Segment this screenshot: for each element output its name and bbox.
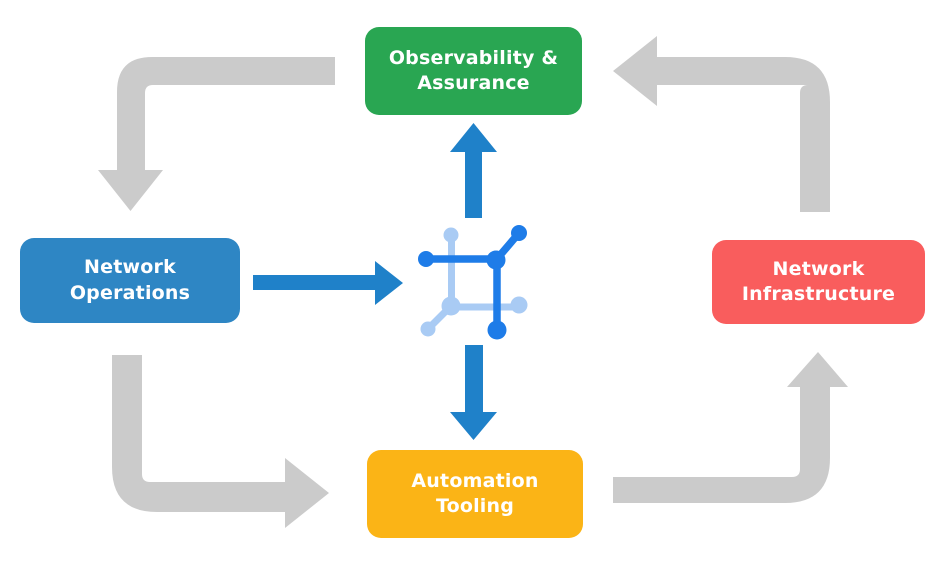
arrow-infrastructure-to-observability — [613, 36, 830, 212]
arrow-center-to-automation — [450, 345, 497, 440]
arrow-observability-to-operations — [98, 57, 335, 211]
node-network-operations-label: Network Operations — [69, 256, 191, 304]
network-mesh-icon — [418, 225, 528, 340]
node-automation-tooling: Automation Tooling — [367, 450, 583, 538]
arrow-automation-to-infrastructure — [613, 352, 848, 503]
node-network-infrastructure-label: Network Infrastructure — [741, 257, 896, 305]
flow-arrows — [253, 123, 497, 440]
node-observability-assurance: Observability & Assurance — [365, 27, 582, 115]
node-observability-assurance-label: Observability & Assurance — [388, 46, 559, 94]
arrow-operations-to-center — [253, 261, 403, 305]
node-network-infrastructure: Network Infrastructure — [712, 240, 925, 324]
node-automation-tooling-label: Automation Tooling — [411, 469, 539, 517]
mesh-dark-nodes — [418, 225, 527, 340]
arrow-operations-to-automation — [112, 355, 329, 528]
mesh-light-nodes — [420, 227, 528, 337]
cycle-arrows — [98, 36, 848, 528]
node-network-operations: Network Operations — [20, 238, 240, 323]
arrow-center-to-observability — [450, 123, 497, 218]
